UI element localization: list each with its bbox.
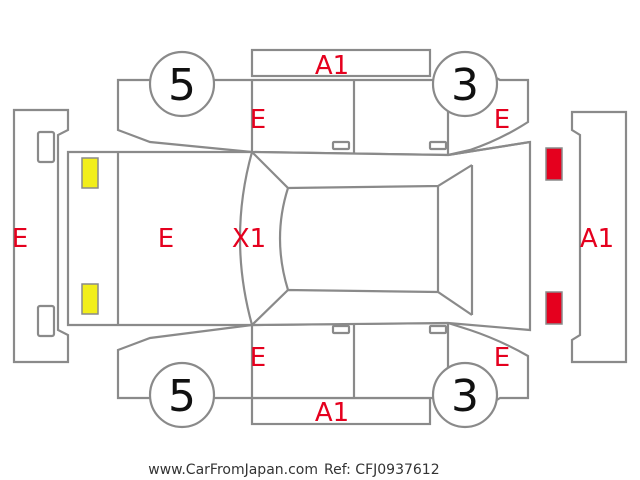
code-left-rear-fender: E [494,105,510,135]
tire-front-left: 5 [148,50,216,118]
code-left-rocker: A1 [315,51,349,81]
code-left-front-fender: E [250,105,266,135]
code-windshield: X1 [232,224,266,254]
front-lamp-bottom [81,283,99,315]
tire-rear-right: 3 [431,361,499,429]
tire-front-right-number: 5 [168,371,196,422]
front-lamp-top [81,157,99,189]
code-front-bumper: E [12,224,28,254]
footer-site: www.CarFromJapan.com [148,462,318,478]
code-right-rear-fender: E [494,343,510,373]
tire-rear-right-number: 3 [451,371,479,422]
right-side-panel [116,321,530,426]
code-right-rocker: A1 [315,398,349,428]
car-body-top-view [66,140,532,332]
footer-ref: Ref: CFJ0937612 [324,462,440,478]
tire-front-right: 5 [148,361,216,429]
tire-front-left-number: 5 [168,60,196,111]
code-rear-bumper: A1 [580,224,614,254]
rear-lamp-top [545,147,563,181]
rear-bumper [570,110,628,364]
code-hood: E [158,224,174,254]
front-bumper [12,108,70,364]
tire-rear-left-number: 3 [451,60,479,111]
code-right-front-fender: E [250,343,266,373]
rear-lamp-bottom [545,291,563,325]
tire-rear-left: 3 [431,50,499,118]
